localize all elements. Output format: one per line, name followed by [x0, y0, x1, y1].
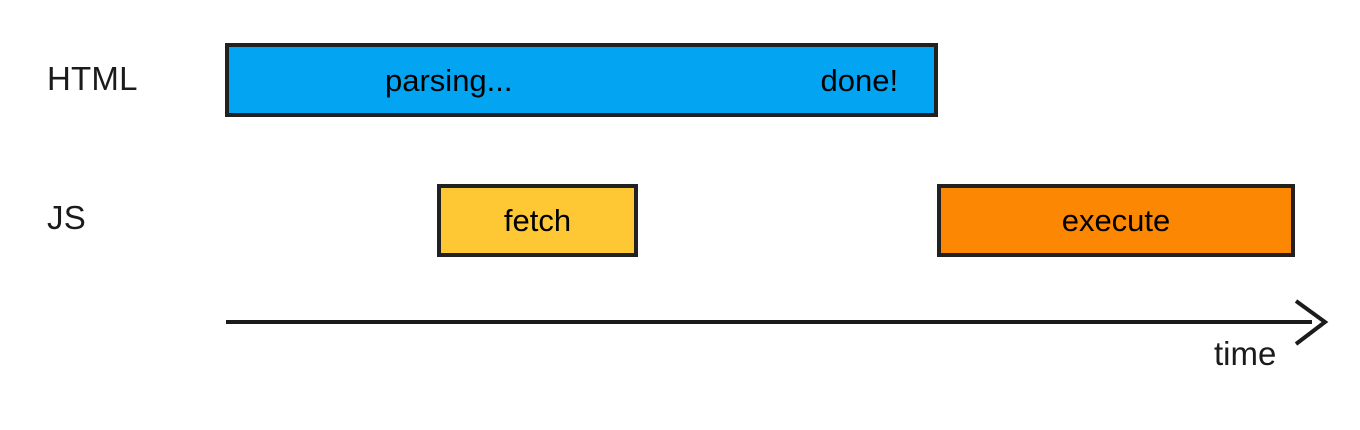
js-fetch-label: fetch [503, 203, 572, 238]
time-axis-arrow [220, 296, 1335, 352]
js-execute-bar: execute [937, 184, 1295, 257]
js-fetch-bar: fetch [437, 184, 638, 257]
row-label-js: JS [47, 199, 86, 236]
html-parsing-bar: parsing... done! [225, 43, 938, 117]
html-parsing-text: parsing... [385, 62, 513, 98]
row-label-html: HTML [47, 60, 138, 97]
js-execute-label: execute [1061, 203, 1171, 238]
html-done-text: done! [820, 62, 899, 98]
time-axis-label: time [1214, 335, 1277, 372]
